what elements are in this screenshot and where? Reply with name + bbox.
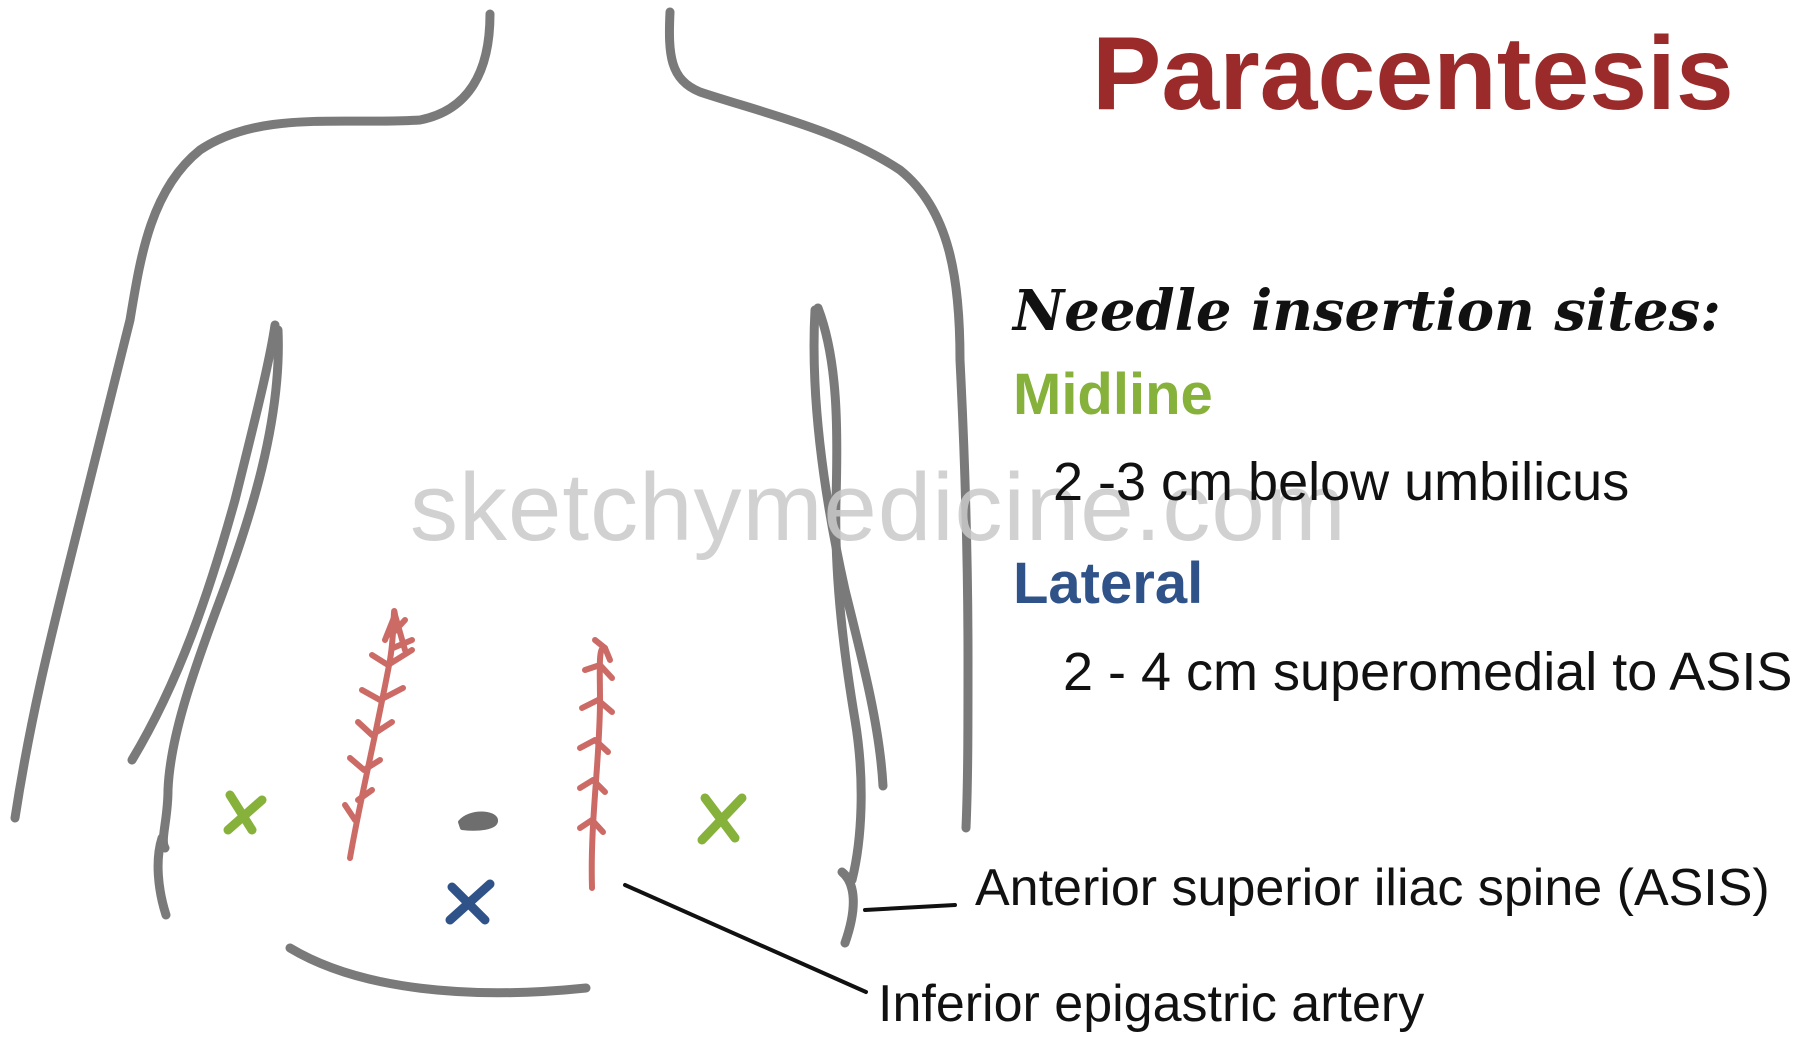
asis-callout-label: Anterior superior iliac spine (ASIS) — [975, 862, 1770, 914]
lower-abdomen-curve — [290, 948, 586, 993]
right-midline-site-mark-icon — [702, 798, 742, 840]
left-arm-inner-outline — [132, 325, 275, 760]
midline-site-label: Midline — [1013, 366, 1213, 424]
asis-leader-line — [865, 905, 955, 910]
lateral-site-label: Lateral — [1013, 555, 1203, 613]
left-midline-site-mark-icon — [228, 795, 262, 830]
right-hip-outline — [842, 872, 853, 943]
right-inferior-epigastric-artery-icon — [580, 640, 612, 888]
left-inferior-epigastric-artery-icon — [345, 611, 412, 858]
insertion-sites-heading: Needle insertion sites: — [1013, 283, 1721, 339]
lateral-site-description: 2 - 4 cm superomedial to ASIS — [1063, 645, 1792, 699]
right-arm-back-outline — [818, 308, 861, 880]
lateral-site-mark-icon — [450, 884, 490, 920]
midline-site-description: 2 -3 cm below umbilicus — [1053, 455, 1629, 509]
umbilicus-icon — [460, 814, 496, 829]
artery-callout-label: Inferior epigastric artery — [878, 978, 1424, 1030]
artery-leader-line — [625, 885, 866, 992]
diagram-title: Paracentesis — [1092, 22, 1734, 126]
